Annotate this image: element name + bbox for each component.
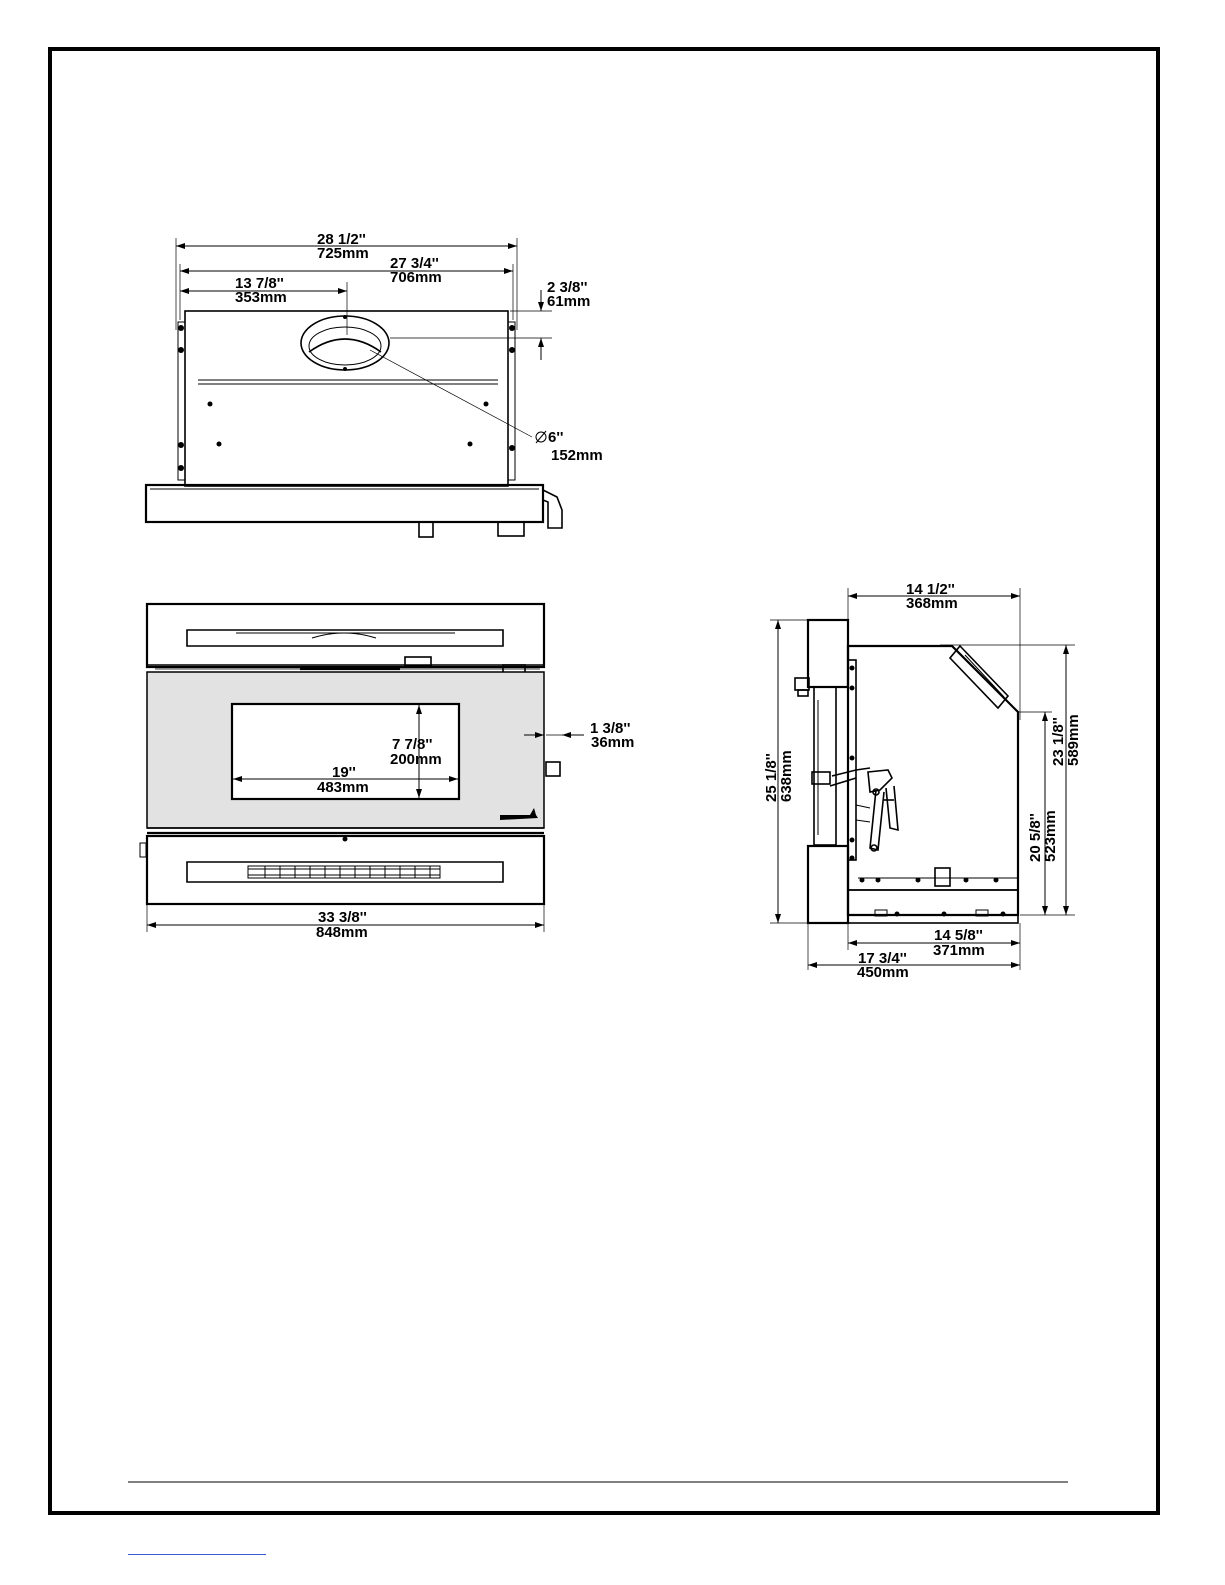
top-body-width-mm: 706mm <box>390 269 442 286</box>
top-view-front-frame <box>146 485 543 522</box>
top-flue-setback-mm: 61mm <box>547 293 590 310</box>
side-overall-height-mm: 638mm <box>778 750 795 802</box>
top-overall-width-mm: 725mm <box>317 245 369 262</box>
top-view: 28 1/2'' 725mm 27 3/4'' 706mm 13 7/8'' 3… <box>146 231 603 537</box>
side-view: 14 1/2'' 368mm <box>763 581 1082 981</box>
top-flue-diameter-in: 6'' <box>548 429 563 446</box>
side-rear-height-mm: 589mm <box>1065 714 1082 766</box>
side-body-outline <box>848 646 1018 915</box>
side-base-depth-mm: 371mm <box>933 942 985 959</box>
front-view: 7 7/8'' 200mm 19'' 483mm 1 3/8'' 36mm 33… <box>140 604 634 941</box>
front-handle-projection-mm: 36mm <box>591 734 634 751</box>
front-overall-width-mm: 848mm <box>316 924 368 941</box>
footer-link-underline <box>128 1554 266 1555</box>
side-overall-depth-mm: 450mm <box>857 964 909 981</box>
flue-collar <box>301 316 389 370</box>
front-glass-width-mm: 483mm <box>317 779 369 796</box>
top-flue-diameter-mm: 152mm <box>551 447 603 464</box>
top-flue-center-mm: 353mm <box>235 289 287 306</box>
front-glass-height-mm: 200mm <box>390 751 442 768</box>
side-top-depth-mm: 368mm <box>906 595 958 612</box>
side-body-height-mm: 523mm <box>1042 810 1059 862</box>
